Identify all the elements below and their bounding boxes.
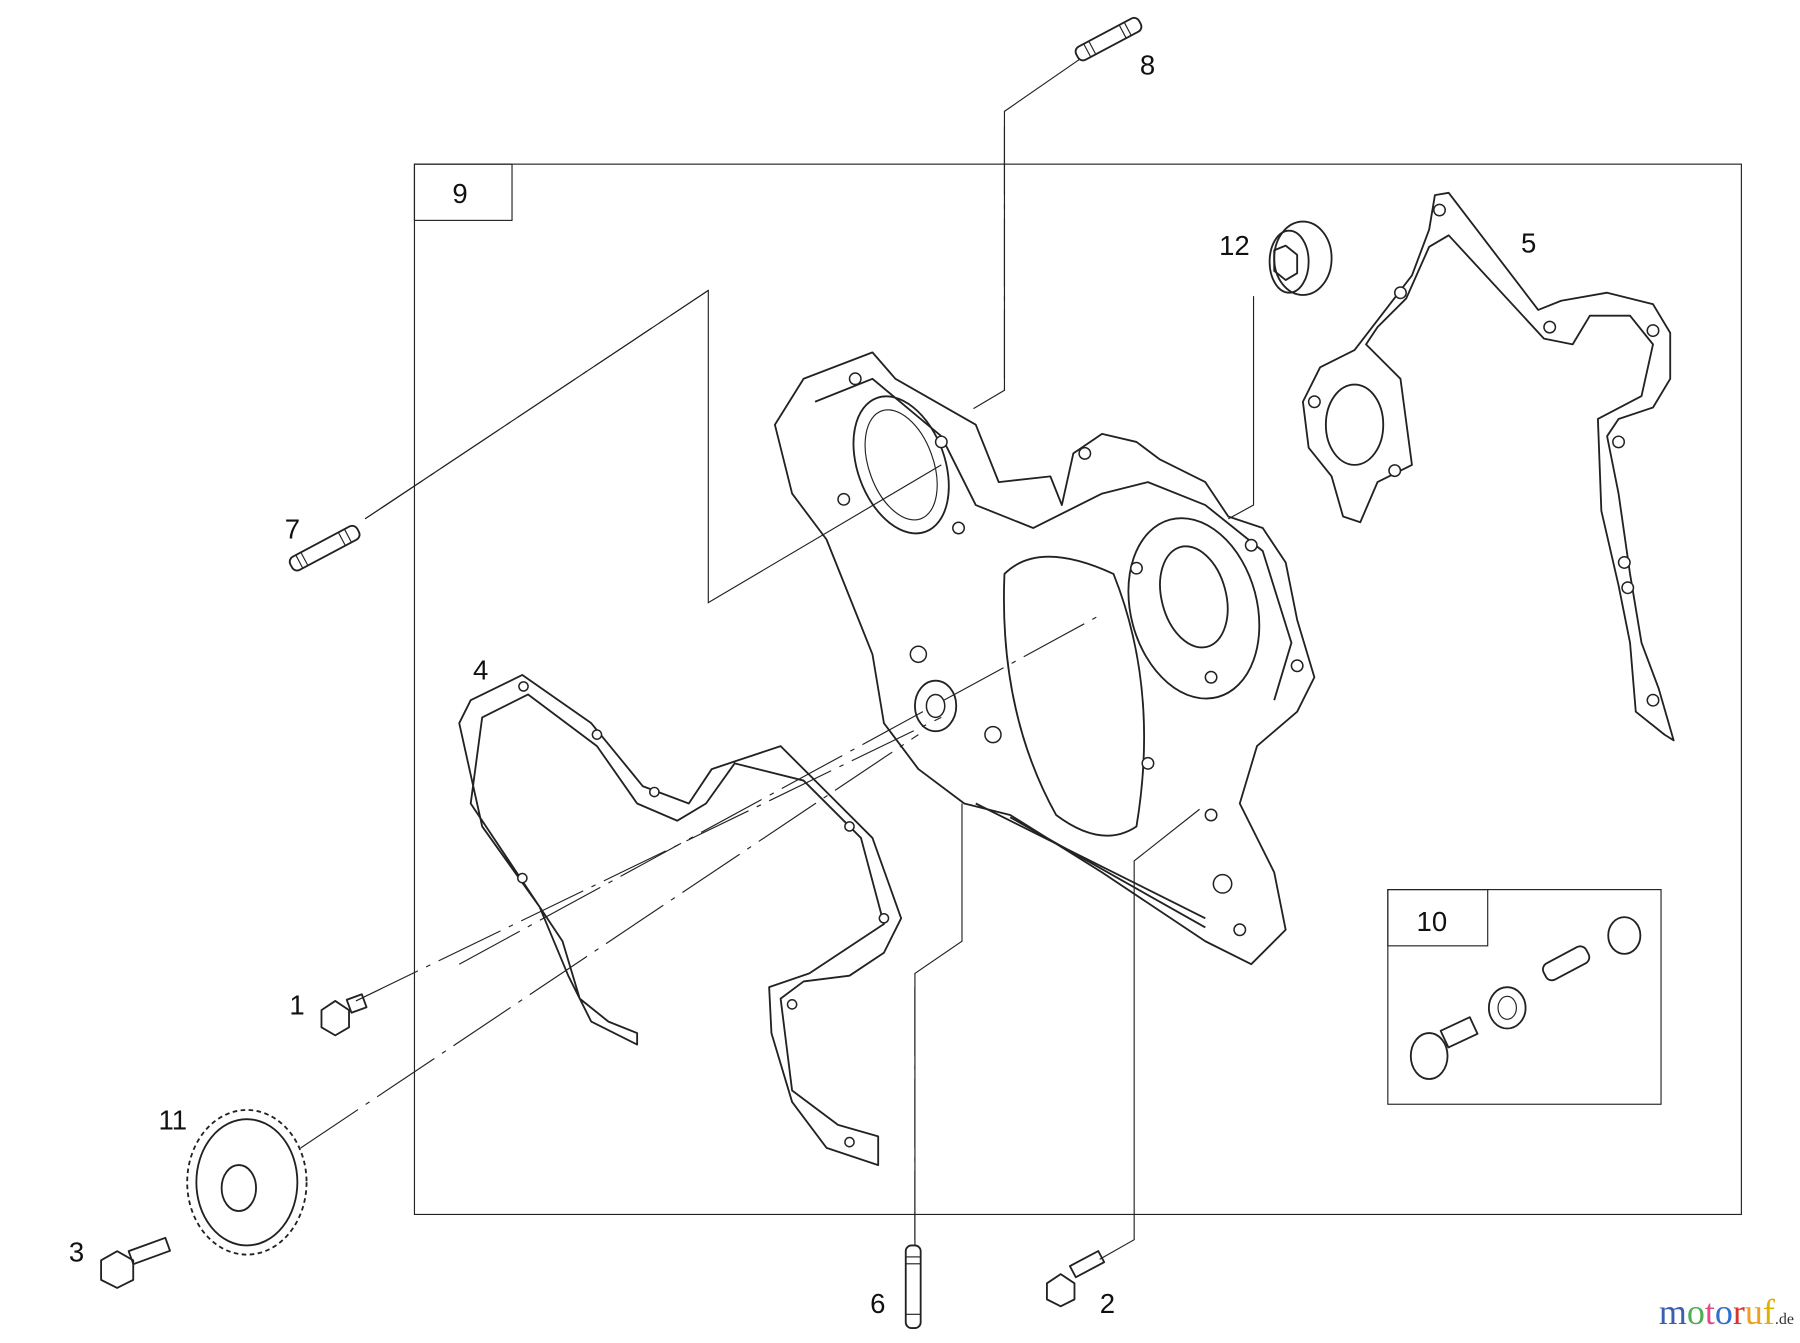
callout-7: 7: [285, 513, 300, 544]
stud-8-part: [1074, 16, 1143, 62]
logo-letter: o: [1686, 1292, 1705, 1332]
callout-4: 4: [473, 655, 488, 686]
bolt-1-part: [320, 993, 368, 1037]
stud-7-part: [288, 524, 361, 572]
bolt-2-part: [1046, 1250, 1106, 1308]
assembly-frame-10: [1387, 889, 1662, 1105]
callout-9: 9: [452, 178, 467, 209]
gear-11-part: [186, 1109, 308, 1256]
stud-6-part: [904, 1244, 922, 1329]
callout-12: 12: [1219, 230, 1250, 261]
callout-2: 2: [1100, 1288, 1115, 1319]
timing-cover-part: [773, 351, 1316, 966]
logo-letter: m: [1658, 1292, 1687, 1332]
motoruf-watermark-logo: motoruf.de: [1659, 1291, 1794, 1333]
callout-11: 11: [158, 1104, 187, 1135]
callout-8: 8: [1140, 50, 1155, 81]
gasket-5-part: [1301, 191, 1675, 742]
bolt-3-part: [100, 1236, 171, 1289]
logo-suffix: .de: [1774, 1311, 1794, 1328]
callout-10: 10: [1417, 906, 1448, 937]
gasket-4-part: [458, 674, 903, 1166]
seal-12-part: [1268, 220, 1333, 296]
logo-letter: t: [1704, 1292, 1715, 1332]
logo-letter: r: [1732, 1292, 1745, 1332]
label-box-9: [413, 163, 513, 221]
logo-letter: f: [1762, 1292, 1775, 1332]
leader-lines: [300, 59, 1255, 1260]
callout-6: 6: [870, 1288, 885, 1319]
assembly-frame-9: [413, 163, 1742, 1216]
logo-letter: o: [1714, 1292, 1733, 1332]
callout-1: 1: [289, 990, 304, 1021]
valve-kit-10-parts: [1409, 916, 1642, 1080]
logo-letter: u: [1744, 1292, 1763, 1332]
label-box-10: [1387, 889, 1489, 947]
callout-5: 5: [1521, 228, 1536, 259]
callout-3: 3: [69, 1237, 84, 1268]
